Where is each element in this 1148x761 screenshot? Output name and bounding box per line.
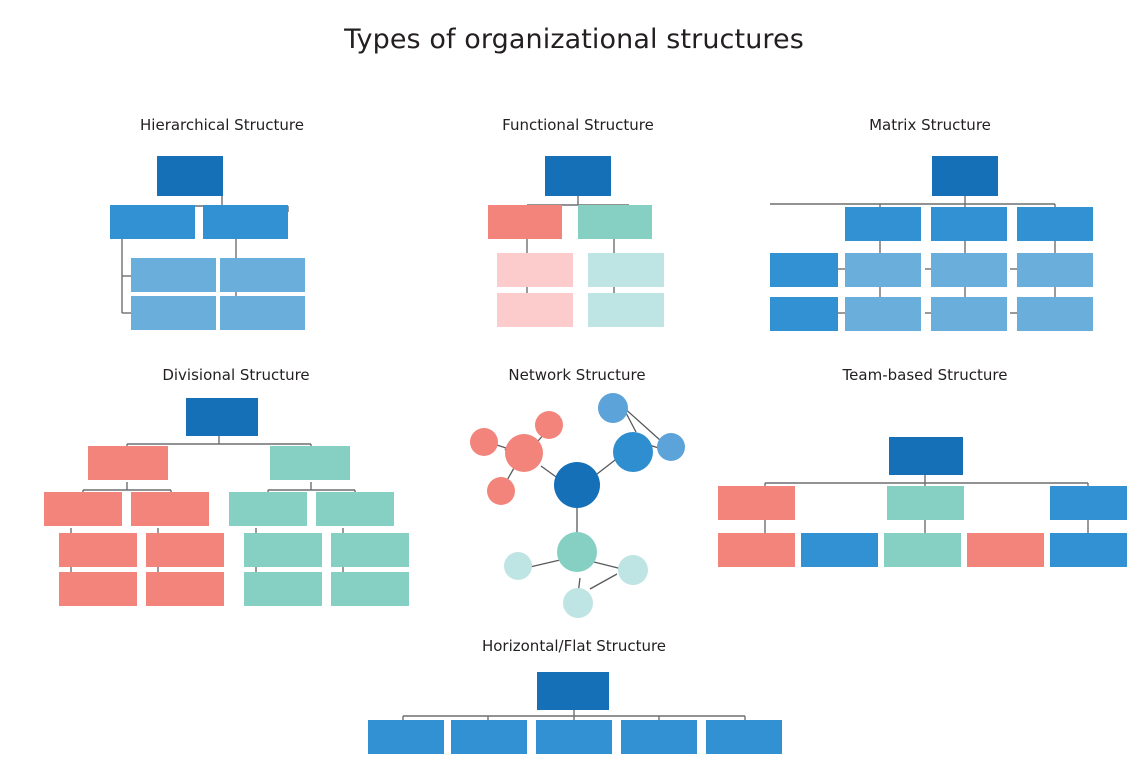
node-matrix-cell-2-1 <box>845 297 921 331</box>
network-node-blue-satellite-1 <box>598 393 628 423</box>
node-matrix-top <box>932 156 998 196</box>
node-hierarchical-l2-2 <box>220 258 305 292</box>
panel-title-team-based: Team-based Structure <box>842 366 1008 384</box>
node-hierarchical-l1-2 <box>203 205 288 239</box>
node-divisional-top <box>186 398 258 436</box>
node-flat-3 <box>536 720 612 754</box>
node-matrix-col-1 <box>845 207 921 241</box>
network-node-salmon-satellite-3 <box>487 477 515 505</box>
node-flat-1 <box>368 720 444 754</box>
node-team-lead-blue <box>1050 486 1127 520</box>
node-divisional-leaf-teal-2 <box>331 533 409 567</box>
node-divisional-sub-salmon-1 <box>44 492 122 526</box>
node-hierarchical-l2-1 <box>131 258 216 292</box>
node-team-member-3 <box>884 533 961 567</box>
panel-title-divisional: Divisional Structure <box>162 366 310 384</box>
node-matrix-col-2 <box>931 207 1007 241</box>
node-team-member-2 <box>801 533 878 567</box>
network-node-blue-satellite-2 <box>657 433 685 461</box>
node-matrix-cell-2-2 <box>931 297 1007 331</box>
node-divisional-leaf-teal-3 <box>244 572 322 606</box>
node-divisional-leaf-teal-4 <box>331 572 409 606</box>
panel-title-horizontal-flat: Horizontal/Flat Structure <box>481 637 667 655</box>
node-team-lead-teal <box>887 486 964 520</box>
node-flat-4 <box>621 720 697 754</box>
node-divisional-leaf-salmon-3 <box>59 572 137 606</box>
node-functional-l2-teal-1 <box>588 253 664 287</box>
node-matrix-cell-1-1 <box>845 253 921 287</box>
node-matrix-cell-2-3 <box>1017 297 1093 331</box>
network-node-salmon-satellite-2 <box>535 411 563 439</box>
node-hierarchical-l2-4 <box>220 296 305 330</box>
node-team-member-4 <box>967 533 1044 567</box>
node-divisional-leaf-salmon-2 <box>146 533 224 567</box>
node-functional-l1-salmon <box>488 205 562 239</box>
node-flat-top <box>537 672 609 710</box>
node-divisional-div-teal <box>270 446 350 480</box>
node-matrix-row-head-1 <box>770 253 838 287</box>
node-flat-5 <box>706 720 782 754</box>
page-title: Types of organizational structures <box>344 24 804 55</box>
node-divisional-leaf-salmon-1 <box>59 533 137 567</box>
node-hierarchical-l1-1 <box>110 205 195 239</box>
node-divisional-leaf-salmon-4 <box>146 572 224 606</box>
node-team-member-1 <box>718 533 795 567</box>
node-matrix-cell-1-3 <box>1017 253 1093 287</box>
network-node-teal-satellite-3 <box>563 588 593 618</box>
panel-title-hierarchical: Hierarchical Structure <box>140 116 304 134</box>
node-divisional-leaf-teal-1 <box>244 533 322 567</box>
network-node-teal-hub <box>557 532 597 572</box>
node-divisional-sub-teal-2 <box>316 492 394 526</box>
node-team-top <box>889 437 963 475</box>
node-hierarchical-l2-3 <box>131 296 216 330</box>
node-team-lead-salmon <box>718 486 795 520</box>
node-divisional-sub-salmon-2 <box>131 492 209 526</box>
node-matrix-col-3 <box>1017 207 1093 241</box>
node-functional-l2-salmon-2 <box>497 293 573 327</box>
node-functional-top <box>545 156 611 196</box>
network-node-central-hub <box>554 462 600 508</box>
panel-title-functional: Functional Structure <box>502 116 654 134</box>
node-functional-l2-teal-2 <box>588 293 664 327</box>
network-node-teal-satellite-2 <box>618 555 648 585</box>
panel-title-network: Network Structure <box>508 366 646 384</box>
node-functional-l1-teal <box>578 205 652 239</box>
node-team-member-5 <box>1050 533 1127 567</box>
node-matrix-cell-1-2 <box>931 253 1007 287</box>
node-hierarchical-top <box>157 156 223 196</box>
node-matrix-row-head-2 <box>770 297 838 331</box>
node-divisional-div-salmon <box>88 446 168 480</box>
node-flat-2 <box>451 720 527 754</box>
panel-title-matrix: Matrix Structure <box>869 116 991 134</box>
network-node-salmon-hub <box>505 434 543 472</box>
network-node-blue-hub <box>613 432 653 472</box>
network-node-salmon-satellite-1 <box>470 428 498 456</box>
network-node-teal-satellite-1 <box>504 552 532 580</box>
node-functional-l2-salmon-1 <box>497 253 573 287</box>
node-divisional-sub-teal-1 <box>229 492 307 526</box>
